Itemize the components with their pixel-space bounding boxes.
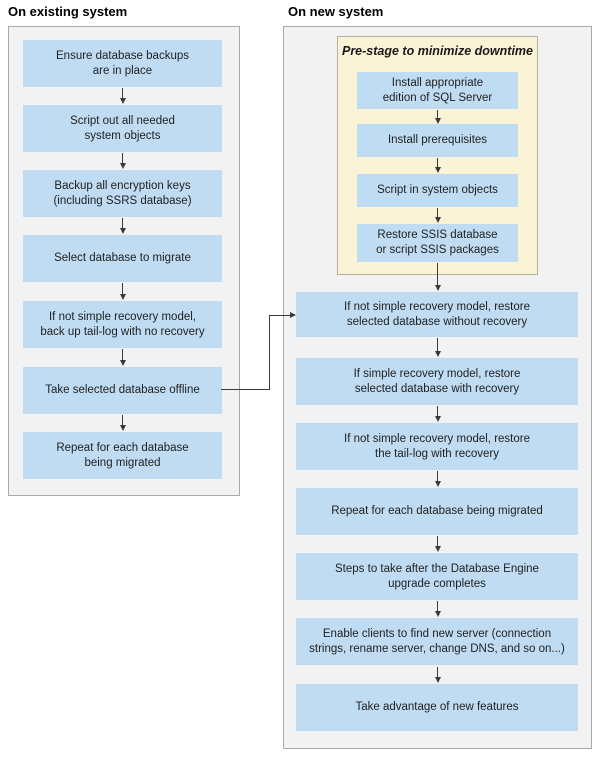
- existing-system-header: On existing system: [8, 4, 128, 19]
- flow-arrow: [122, 153, 124, 163]
- step-backup-encryption-keys: Backup all encryption keys (including SS…: [23, 170, 222, 217]
- cross-panel-connector: [221, 389, 269, 391]
- step-restore-ssis: Restore SSIS database or script SSIS pac…: [357, 224, 518, 262]
- step-select-database: Select database to migrate: [23, 235, 222, 282]
- step-take-database-offline: Take selected database offline: [23, 367, 222, 414]
- flow-arrow: [437, 667, 439, 677]
- flow-arrow: [437, 536, 439, 546]
- step-install-sql-server: Install appropriate edition of SQL Serve…: [357, 72, 518, 109]
- prestage-title: Pre-stage to minimize downtime: [341, 44, 533, 58]
- step-new-features: Take advantage of new features: [296, 684, 578, 731]
- step-restore-tail-log: If not simple recovery model, restore th…: [296, 423, 578, 470]
- step-restore-without-recovery: If not simple recovery model, restore se…: [296, 292, 578, 337]
- flow-arrow: [122, 218, 124, 228]
- step-enable-clients: Enable clients to find new server (conne…: [296, 618, 578, 665]
- flow-arrow: [437, 601, 439, 611]
- step-post-upgrade: Steps to take after the Database Engine …: [296, 553, 578, 600]
- flow-arrow: [437, 406, 439, 416]
- flow-arrow: [437, 471, 439, 481]
- flow-arrow: [437, 208, 439, 217]
- step-repeat-new: Repeat for each database being migrated: [296, 488, 578, 535]
- cross-panel-connector: [269, 315, 271, 390]
- flow-arrow: [437, 263, 439, 285]
- flow-arrow: [437, 110, 439, 118]
- flow-arrow: [122, 283, 124, 294]
- step-script-out-system-objects: Script out all needed system objects: [23, 105, 222, 152]
- step-script-in-system-objects: Script in system objects: [357, 174, 518, 207]
- step-install-prerequisites: Install prerequisites: [357, 124, 518, 157]
- flow-arrow: [437, 338, 439, 351]
- step-restore-with-recovery: If simple recovery model, restore select…: [296, 358, 578, 405]
- new-system-header: On new system: [288, 4, 384, 19]
- cross-panel-connector-arrowhead: [290, 312, 296, 319]
- flow-arrow: [122, 415, 124, 425]
- flow-arrow: [122, 88, 124, 98]
- step-repeat-existing: Repeat for each database being migrated: [23, 432, 222, 479]
- cross-panel-connector: [269, 315, 290, 317]
- step-ensure-database-backups: Ensure database backups are in place: [23, 40, 222, 87]
- step-backup-tail-log: If not simple recovery model, back up ta…: [23, 301, 222, 348]
- flow-arrow: [122, 349, 124, 360]
- flow-arrow: [437, 158, 439, 167]
